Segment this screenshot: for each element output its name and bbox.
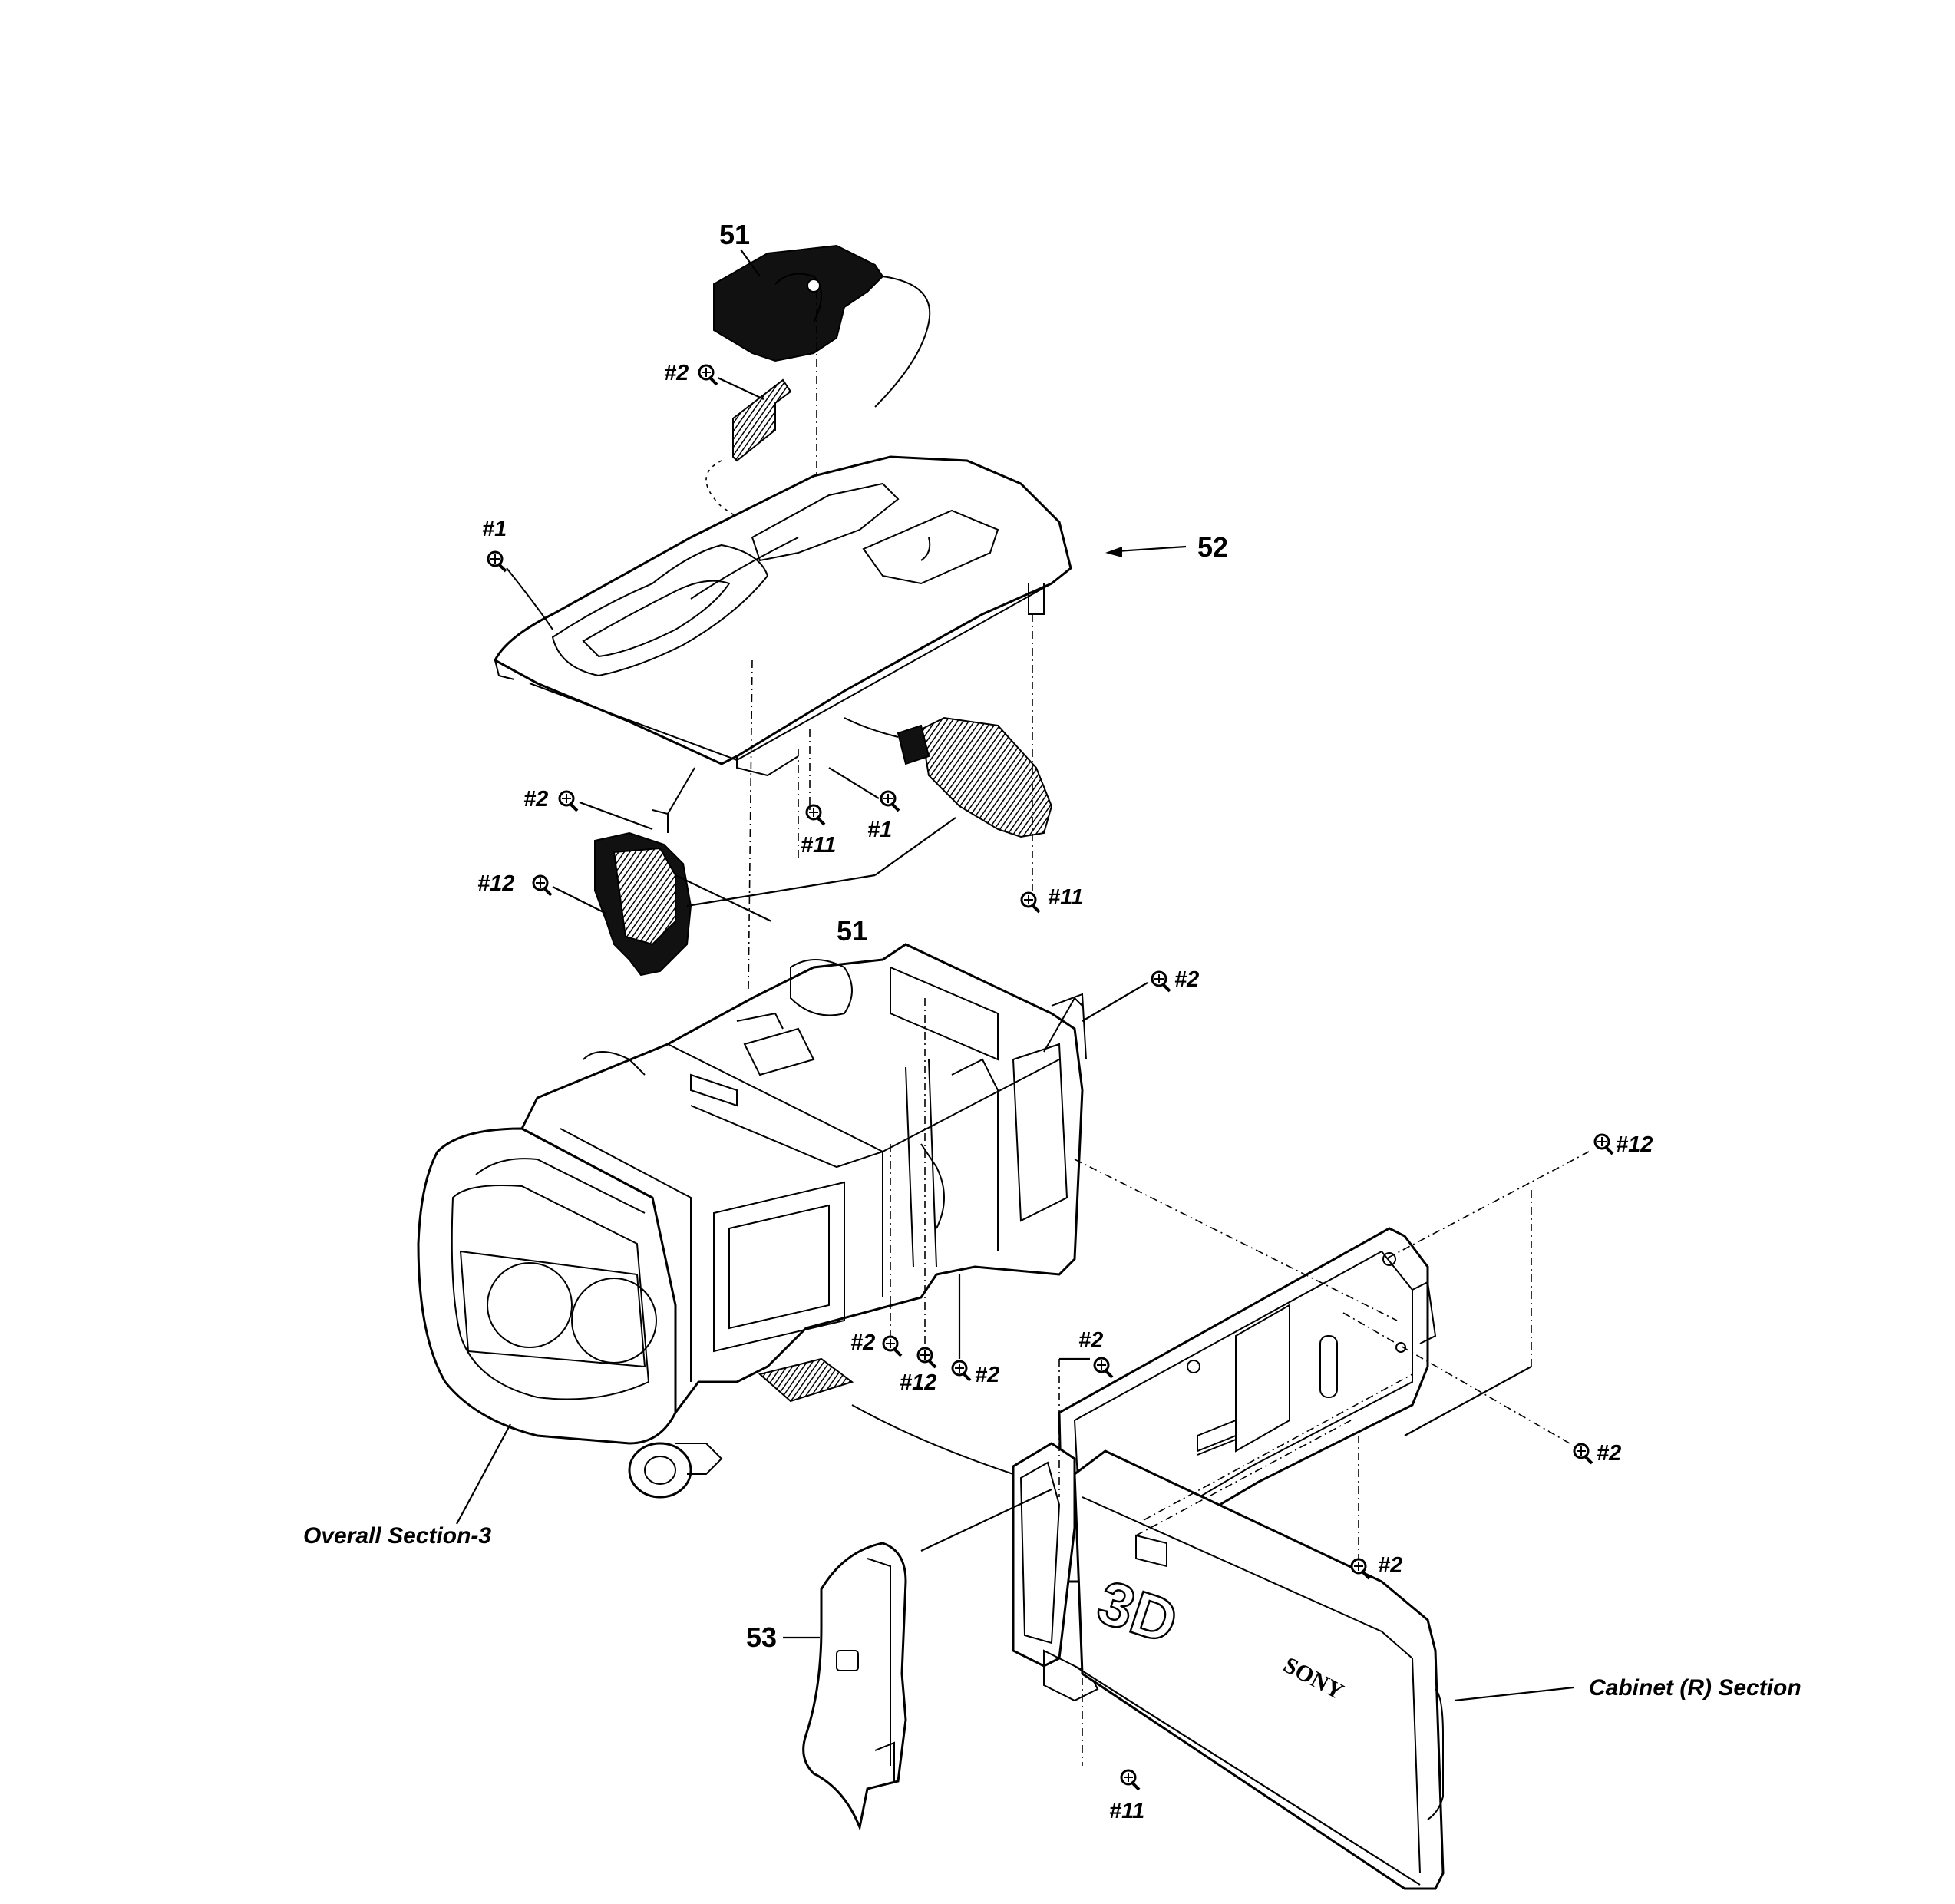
screw-icon — [1593, 1133, 1614, 1155]
part-51-top — [713, 244, 931, 408]
screw-label-2-bot-b: #2 — [975, 1363, 999, 1387]
hinge-bracket — [1012, 1442, 1099, 1702]
leader-screw-2-top — [717, 377, 764, 400]
leader-overall-section — [456, 1423, 511, 1525]
screw-icon — [951, 1360, 972, 1382]
screw-icon — [805, 804, 826, 826]
screw-label-2-bot-a: #2 — [850, 1330, 875, 1355]
screw-icon — [880, 790, 900, 812]
part-ref-51-top: 51 — [719, 219, 750, 250]
leader-51-mid — [874, 817, 956, 876]
assembly-line — [1074, 1665, 1421, 1886]
section-label-cabinet-r: Cabinet (R) Section — [1589, 1675, 1801, 1701]
part-ref-53: 53 — [746, 1621, 777, 1653]
screw-label-2-panel-right: #2 — [1597, 1441, 1621, 1466]
screw-label-2-panel-top: #2 — [1078, 1328, 1103, 1353]
screw-icon — [1120, 1769, 1141, 1791]
bracket-hatched — [732, 378, 792, 462]
screw-label-11-mid: #11 — [801, 833, 836, 858]
screw-icon — [1151, 970, 1171, 993]
screw-label-12-bot: #12 — [900, 1370, 936, 1395]
assembly-line — [1074, 1159, 1398, 1321]
part-ref-52: 52 — [1197, 531, 1228, 563]
part-53-cover — [802, 1542, 907, 1832]
leader-screw — [1082, 982, 1148, 1022]
screw-label-12-left: #12 — [477, 871, 514, 896]
screw-icon — [698, 364, 718, 386]
screw-label-2-left: #2 — [523, 787, 548, 812]
screw-icon — [532, 874, 553, 897]
part-ref-51-mid: 51 — [837, 915, 867, 947]
screw-icon — [1093, 1357, 1114, 1379]
assembly-line — [748, 659, 753, 991]
camera-chassis — [417, 943, 1087, 1499]
assembly-line — [1135, 1420, 1352, 1536]
screw-label-11-right: #11 — [1048, 885, 1083, 910]
assembly-line — [1385, 1151, 1590, 1260]
assembly-line — [1342, 1312, 1570, 1444]
screw-icon — [882, 1335, 903, 1357]
screw-icon — [916, 1347, 937, 1369]
lcd-panel: SONY 3D — [1073, 1449, 1445, 1890]
screw-label-12-right: #12 — [1616, 1132, 1653, 1157]
part-52-top-cabinet — [494, 455, 1072, 777]
screw-label-1-left: #1 — [482, 517, 507, 541]
part-51-left-grip — [594, 809, 692, 977]
assembly-line — [1404, 1366, 1532, 1436]
screw-label-2-panel-bot: #2 — [1378, 1553, 1402, 1578]
section-label-overall: Overall Section-3 — [303, 1523, 491, 1549]
screw-label-2-frame: #2 — [1174, 967, 1199, 992]
screw-icon — [558, 790, 579, 812]
screw-icon — [487, 550, 507, 573]
screw-icon — [1573, 1443, 1593, 1465]
leader-screw — [579, 801, 653, 831]
leader-51-mid — [686, 874, 876, 907]
assembly-line — [667, 767, 695, 815]
screw-label-1-mid: #1 — [867, 818, 892, 842]
leader-screw — [552, 886, 607, 914]
assembly-line — [920, 1489, 1052, 1552]
assembly-line — [705, 460, 768, 538]
assembly-line — [851, 1404, 1014, 1475]
screw-icon — [1020, 891, 1041, 914]
leader-cabinet-section — [1454, 1686, 1574, 1702]
part-51-right-grip — [844, 716, 1053, 838]
leader-51-mid — [675, 874, 772, 922]
leader-screw — [828, 767, 880, 799]
screw-label-11-bottom: #11 — [1109, 1799, 1144, 1823]
leader-51-top — [740, 249, 761, 277]
assembly-line — [506, 567, 553, 630]
screw-label-2-top: #2 — [664, 361, 689, 385]
leader-52 — [1116, 545, 1187, 553]
assembly-line — [1143, 1373, 1413, 1521]
arrow-head — [1105, 547, 1122, 557]
